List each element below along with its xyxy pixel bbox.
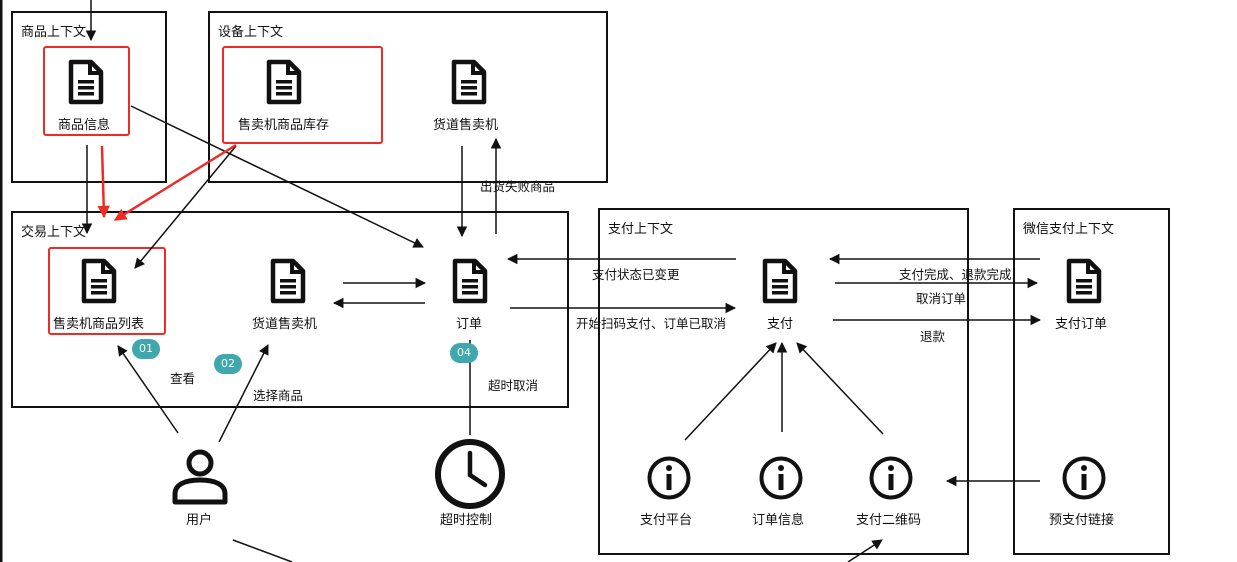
step-badge-01: 01 <box>132 339 160 359</box>
edge-user-bottom <box>232 539 293 562</box>
device-context-title: 设备上下文 <box>218 25 284 40</box>
trade-context-box: 交易上下文 <box>11 211 569 408</box>
label-wechat-payment-order: 支付订单 <box>1055 317 1108 332</box>
edge-user-to-vending <box>218 344 269 443</box>
document-icon <box>452 258 488 304</box>
label-channel-vending-device: 货道售卖机 <box>433 118 499 133</box>
document-icon <box>81 258 117 304</box>
label-channel-vending-trade: 货道售卖机 <box>252 317 318 332</box>
label-payment: 支付 <box>767 317 794 332</box>
label-vending-product-list: 售卖机商品列表 <box>53 317 145 332</box>
label-user: 用户 <box>186 513 213 528</box>
edge-user-to-list <box>117 345 179 434</box>
edge-into-qrcode <box>847 539 883 562</box>
edge-label-dispense: 出货失败商品 <box>480 179 556 194</box>
trade-context-title: 交易上下文 <box>21 225 87 240</box>
label-product-info: 商品信息 <box>58 118 111 133</box>
info-icon <box>1062 456 1106 500</box>
edge-label-pay-refund-done: 支付完成、退款完成 <box>899 267 1012 282</box>
edge-label-refund: 退款 <box>920 329 946 344</box>
product-context-title: 商品上下文 <box>21 25 87 40</box>
label-timeout-control: 超时控制 <box>440 513 493 528</box>
edge-platform-to-payment <box>684 342 777 441</box>
document-icon <box>266 59 302 105</box>
document-icon <box>68 59 104 105</box>
edge-red-inventory-to-list <box>113 143 237 222</box>
info-icon <box>759 456 803 500</box>
payment-context-box: 支付上下文 <box>598 208 969 555</box>
edge-label-timeout-cancel: 超时取消 <box>488 378 539 393</box>
edge-product-info-to-order <box>130 105 424 248</box>
user-icon <box>172 449 228 505</box>
label-payment-platform: 支付平台 <box>640 513 693 528</box>
label-order-info: 订单信息 <box>752 513 805 528</box>
edge-label-cancel-order: 取消订单 <box>916 291 967 306</box>
label-payment-qrcode: 支付二维码 <box>856 513 922 528</box>
edge-qrcode-to-payment <box>796 342 884 435</box>
edge-label-start-payment-cancel: 开始扫码支付、订单已取消 <box>576 316 727 331</box>
device-context-box: 设备上下文 <box>208 11 608 183</box>
highlight-vending-product-list <box>48 247 166 335</box>
wechat-payment-context-title: 微信支付上下文 <box>1023 222 1115 237</box>
edge-inventory-to-list <box>134 145 237 269</box>
payment-context-title: 支付上下文 <box>608 222 674 237</box>
highlight-vending-inventory <box>222 46 383 144</box>
edge-label-select-product: 选择商品 <box>253 388 304 403</box>
label-prepay-link: 预支付链接 <box>1049 513 1115 528</box>
edge-label-view: 查看 <box>170 371 196 386</box>
product-context-box: 商品上下文 <box>11 11 167 183</box>
info-icon <box>869 456 913 500</box>
edge-label-payment-status-changed: 支付状态已变更 <box>592 267 680 282</box>
step-badge-02: 02 <box>214 354 242 374</box>
step-badge-04: 04 <box>450 343 478 363</box>
wechat-payment-context-box: 微信支付上下文 <box>1013 208 1170 555</box>
edge-red-product-to-list <box>97 145 110 219</box>
clock-icon <box>435 439 505 509</box>
label-order: 订单 <box>456 317 483 332</box>
label-vending-inventory: 售卖机商品库存 <box>238 118 330 133</box>
info-icon <box>647 456 691 500</box>
highlight-product-info <box>43 46 130 136</box>
document-icon <box>762 258 798 304</box>
document-icon <box>270 258 306 304</box>
document-icon <box>451 59 487 105</box>
document-icon <box>1066 258 1102 304</box>
